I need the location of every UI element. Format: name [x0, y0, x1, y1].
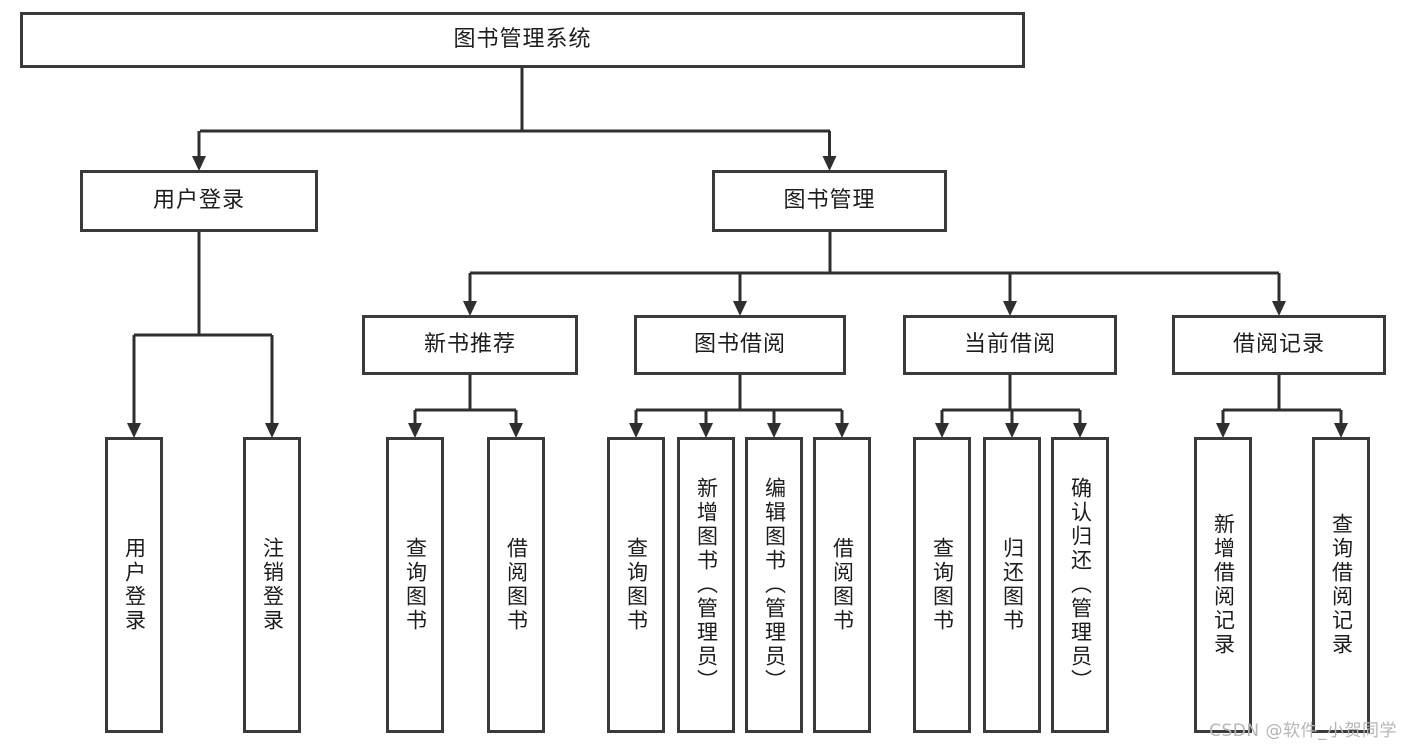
arrowhead-leaf-rec-search [1334, 423, 1348, 438]
arrowhead-current-borrow [1003, 301, 1017, 316]
node-box-leaf-borrow-borrow[interactable] [813, 437, 871, 733]
node-box-leaf-borrow-query[interactable] [607, 437, 665, 733]
arrowhead-leaf-rec-add [1216, 423, 1230, 438]
node-box-book-manage[interactable] [712, 170, 947, 232]
node-leaf-cur-query[interactable] [913, 437, 971, 733]
node-box-leaf-borrow-edit[interactable] [745, 437, 803, 733]
node-box-borrow-record[interactable] [1172, 315, 1386, 375]
arrowhead-leaf-rec-borrow [509, 423, 523, 438]
node-box-new-book-rec[interactable] [362, 315, 578, 375]
node-leaf-cur-return[interactable] [983, 437, 1041, 733]
node-box-layer [20, 12, 1386, 733]
csdn-watermark: CSDN @软件_小贺同学 [1209, 721, 1397, 741]
node-box-leaf-rec-query[interactable] [386, 437, 444, 733]
node-book-borrow[interactable] [634, 315, 846, 375]
node-leaf-borrow-add[interactable] [677, 437, 735, 733]
node-box-book-borrow[interactable] [634, 315, 846, 375]
node-leaf-cur-confirm[interactable] [1051, 437, 1109, 733]
arrowhead-new-book-rec [463, 301, 477, 316]
node-box-leaf-user-login[interactable] [105, 437, 163, 733]
node-box-leaf-user-logout[interactable] [243, 437, 301, 733]
node-box-leaf-rec-borrow[interactable] [487, 437, 545, 733]
arrowhead-leaf-cur-confirm [1073, 423, 1087, 438]
arrowhead-leaf-user-logout [265, 423, 279, 438]
node-box-leaf-borrow-add[interactable] [677, 437, 735, 733]
node-leaf-borrow-borrow[interactable] [813, 437, 871, 733]
node-book-manage[interactable] [712, 170, 947, 232]
arrowhead-leaf-borrow-borrow [835, 423, 849, 438]
arrowhead-leaf-user-login [127, 423, 141, 438]
arrowhead-leaf-cur-return [1005, 423, 1019, 438]
arrowhead-leaf-cur-query [935, 423, 949, 438]
node-leaf-rec-search[interactable] [1312, 437, 1370, 733]
node-box-leaf-cur-confirm[interactable] [1051, 437, 1109, 733]
node-box-user-login[interactable] [80, 170, 318, 232]
node-current-borrow[interactable] [903, 315, 1117, 375]
node-leaf-borrow-edit[interactable] [745, 437, 803, 733]
node-box-leaf-cur-return[interactable] [983, 437, 1041, 733]
node-leaf-rec-add[interactable] [1194, 437, 1252, 733]
node-box-root[interactable] [20, 12, 1025, 68]
node-box-leaf-rec-add[interactable] [1194, 437, 1252, 733]
arrowhead-book-manage [822, 156, 837, 171]
node-borrow-record[interactable] [1172, 315, 1386, 375]
node-leaf-user-logout[interactable] [243, 437, 301, 733]
node-box-current-borrow[interactable] [903, 315, 1117, 375]
arrowhead-book-borrow [733, 301, 747, 316]
arrowhead-leaf-borrow-query [629, 423, 643, 438]
node-user-login[interactable] [80, 170, 318, 232]
node-box-leaf-cur-query[interactable] [913, 437, 971, 733]
arrowhead-borrow-record [1272, 301, 1286, 316]
connector-layer [127, 68, 1348, 438]
node-box-leaf-rec-search[interactable] [1312, 437, 1370, 733]
node-new-book-rec[interactable] [362, 315, 578, 375]
node-leaf-rec-borrow[interactable] [487, 437, 545, 733]
node-leaf-user-login[interactable] [105, 437, 163, 733]
arrowhead-leaf-rec-query [408, 423, 422, 438]
arrowhead-leaf-borrow-edit [767, 423, 781, 438]
arrowhead-user-login [192, 156, 206, 171]
arrowhead-leaf-borrow-add [699, 423, 713, 438]
node-root[interactable] [20, 12, 1025, 68]
node-leaf-borrow-query[interactable] [607, 437, 665, 733]
node-leaf-rec-query[interactable] [386, 437, 444, 733]
